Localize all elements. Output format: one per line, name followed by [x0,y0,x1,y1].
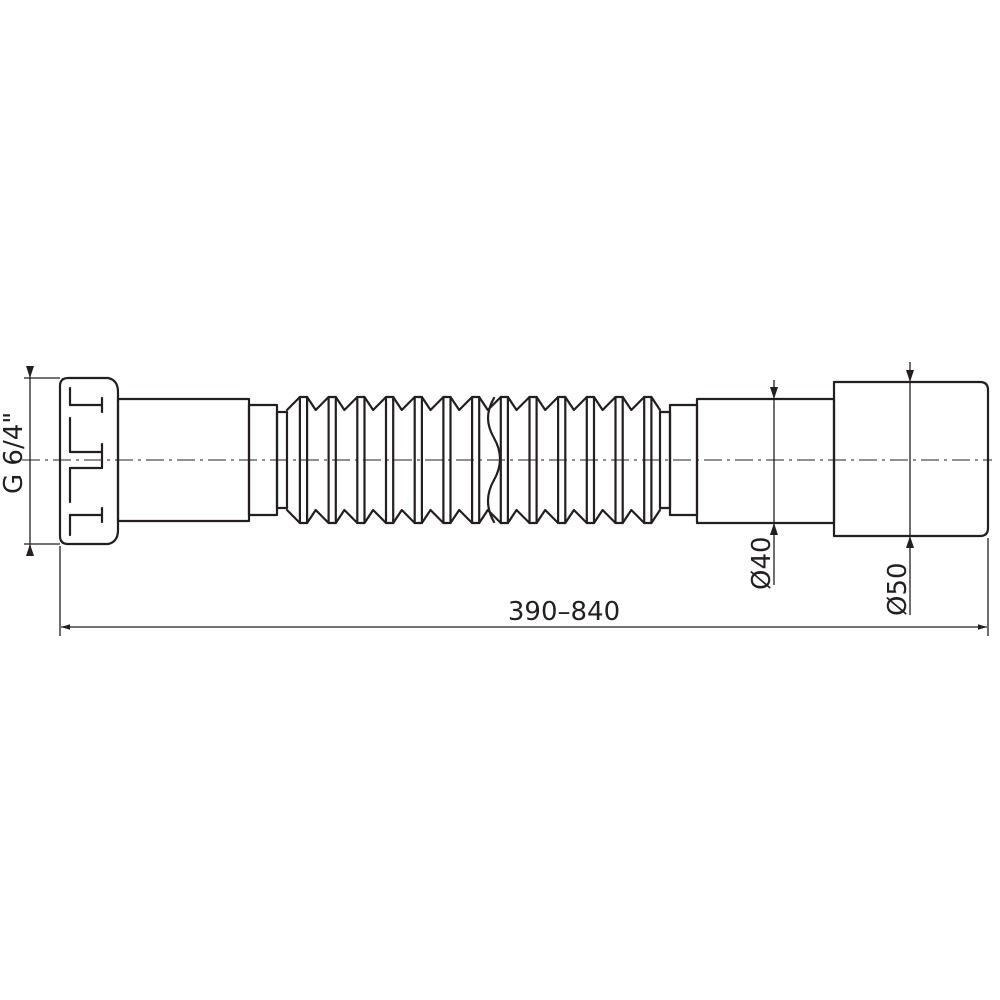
hose-top-edge [285,395,662,412]
union-nut [58,376,120,546]
diameter-50-dimension [906,362,914,615]
tube-40 [695,397,836,525]
break-line [486,396,502,524]
diameter-40-dimension [770,380,778,585]
left-ring [275,410,289,510]
thread-label: G 6/4" [0,412,29,494]
diameter-50-label: Ø50 [883,562,913,616]
hose-bottom-edge [285,508,662,525]
diameter-40-label: Ø40 [747,536,777,590]
socket-50 [832,380,990,538]
length-dimension [59,538,989,636]
corrugated-hose [285,395,662,525]
length-label: 390–840 [508,597,620,627]
thread-dimension [24,366,60,556]
